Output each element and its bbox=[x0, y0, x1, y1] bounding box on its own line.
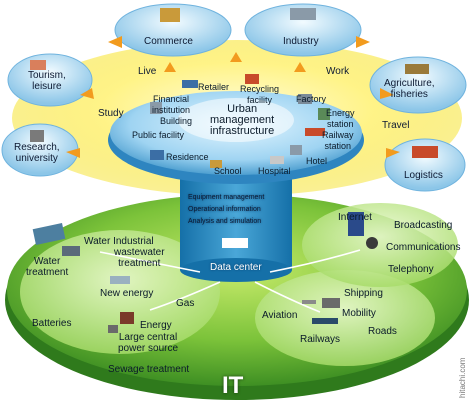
tourism-label: Tourism, leisure bbox=[28, 70, 66, 92]
communications-label: Communications bbox=[386, 242, 461, 253]
travel-label: Travel bbox=[382, 120, 410, 131]
gas-label: Gas bbox=[176, 298, 195, 309]
batteries-label: Batteries bbox=[32, 318, 72, 329]
transport-subdisc bbox=[255, 270, 435, 366]
sewage-label: Sewage treatment bbox=[108, 364, 190, 375]
urban-center-highlight bbox=[178, 98, 294, 142]
agriculture-bubble bbox=[369, 56, 467, 114]
water-treatment-label: Water treatment bbox=[26, 256, 69, 278]
hospital-label: Hospital bbox=[258, 166, 291, 176]
column-item-2: Operational information bbox=[188, 206, 261, 213]
utilities-subdisc bbox=[20, 230, 220, 354]
logistics-bubble bbox=[384, 138, 466, 192]
industry-label: Industry bbox=[283, 36, 319, 47]
telephony-label: Telephony bbox=[388, 264, 434, 275]
central-power-label: Large central power source bbox=[118, 332, 179, 354]
live-label: Live bbox=[138, 66, 157, 77]
building-icons bbox=[30, 8, 438, 158]
building-label: Building bbox=[160, 116, 193, 126]
research-label: Research, university bbox=[14, 142, 60, 164]
hotel-label: Hotel bbox=[306, 156, 328, 166]
railway-station-label: Railway station bbox=[322, 130, 354, 151]
factory-label: Factory bbox=[296, 94, 327, 104]
mobility-label: Mobility bbox=[342, 308, 376, 319]
public-facility-label: Public facility bbox=[132, 130, 185, 140]
school-label: School bbox=[214, 166, 242, 176]
it-icons bbox=[32, 212, 378, 333]
data-center-label: Data center bbox=[210, 262, 262, 273]
study-label: Study bbox=[98, 108, 124, 119]
shipping-label: Shipping bbox=[344, 288, 383, 299]
column-base bbox=[180, 258, 292, 282]
retailer-label: Retailer bbox=[198, 82, 230, 92]
internet-label: Internet bbox=[338, 212, 372, 223]
new-energy-label: New energy bbox=[100, 288, 154, 299]
communications-subdisc bbox=[302, 203, 458, 287]
residence-label: Residence bbox=[166, 152, 209, 162]
broadcasting-label: Broadcasting bbox=[394, 220, 453, 231]
tourism-bubble bbox=[7, 53, 93, 107]
column-item-3: Analysis and simulation bbox=[188, 218, 262, 225]
agriculture-label: Agriculture, fisheries bbox=[384, 78, 435, 100]
urban-center-label: Urban management infrastructure bbox=[210, 103, 275, 137]
urban-icons bbox=[150, 74, 330, 168]
work-label: Work bbox=[326, 66, 350, 77]
recycling-label: Recycling facility bbox=[240, 84, 280, 105]
wastewater-label: wastewater treatment bbox=[114, 247, 165, 269]
it-title: IT bbox=[222, 372, 244, 399]
water-industrial-label: Water Industrial bbox=[84, 236, 154, 247]
aviation-label: Aviation bbox=[262, 310, 298, 321]
commerce-bubble bbox=[114, 3, 232, 57]
industry-bubble bbox=[244, 3, 362, 57]
energy-label: Energy bbox=[140, 320, 172, 331]
financial-label: Financial institution bbox=[152, 94, 191, 115]
railways-label: Railways bbox=[300, 334, 341, 345]
energy-station-label: Energy station bbox=[326, 108, 355, 129]
source-credit: hitachi.com bbox=[458, 357, 467, 398]
roads-label: Roads bbox=[368, 326, 397, 337]
logistics-label: Logistics bbox=[404, 170, 443, 181]
column-item-1: Equipment management bbox=[188, 194, 265, 201]
data-links bbox=[99, 249, 361, 313]
arrows bbox=[66, 36, 400, 158]
commerce-label: Commerce bbox=[144, 36, 193, 47]
